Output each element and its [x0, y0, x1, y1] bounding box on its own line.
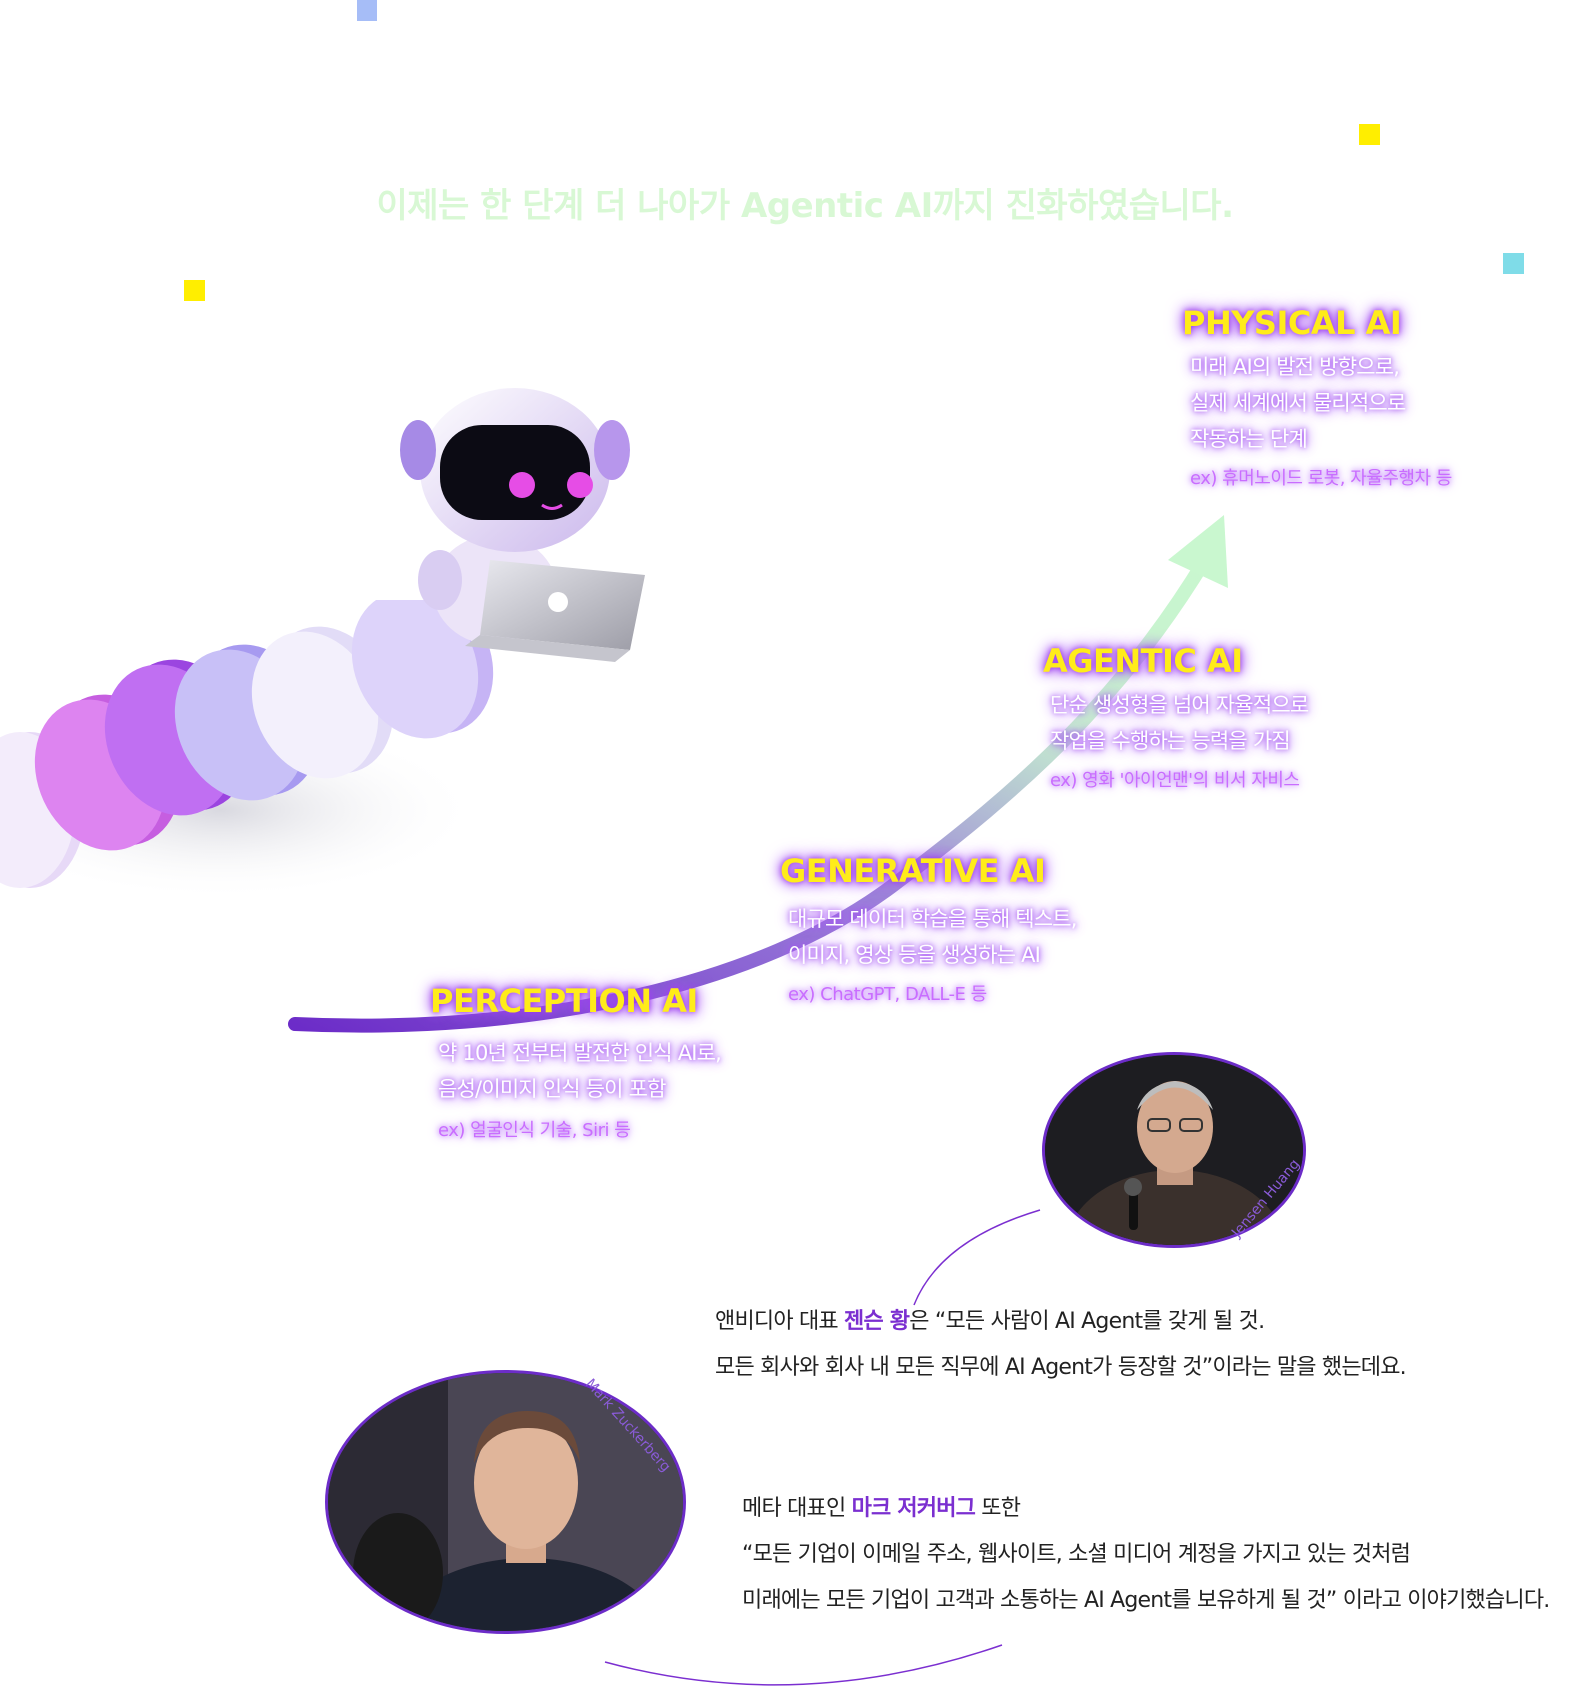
quote-mark-line3: 미래에는 모든 기업이 고객과 소통하는 AI Agent를 보유하게 될 것”…	[742, 1588, 1550, 1613]
stage-desc-physical-1: 미래 AI의 발전 방향으로,	[1190, 355, 1400, 379]
connector-arc-mark	[604, 1644, 1003, 1686]
caption-jensen-huang: Jensen Huang	[1228, 1160, 1303, 1241]
svg-text:Jensen Huang: Jensen Huang	[1228, 1160, 1303, 1241]
stage-desc-generative-1: 대규모 데이터 학습을 통해 텍스트,	[788, 907, 1077, 931]
quote-mark-line2: “모든 기업이 이메일 주소, 웹사이트, 소셜 미디어 계정을 가지고 있는 …	[742, 1542, 1411, 1567]
stage-title-agentic: AGENTIC AI	[1043, 642, 1243, 680]
stage-title-generative: GENERATIVE AI	[780, 852, 1046, 890]
stage-desc-agentic-1: 단순 생성형을 넘어 자율적으로	[1050, 693, 1309, 717]
stage-example-generative: ex) ChatGPT, DALL-E 등	[788, 984, 987, 1005]
stage-title-perception: PERCEPTION AI	[430, 982, 698, 1020]
stage-example-physical: ex) 휴머노이드 로봇, 자율주행차 등	[1190, 468, 1452, 489]
svg-text:Mark Zuckerberg: Mark Zuckerberg	[582, 1376, 674, 1475]
highlight-mark-name: 마크 저커버그	[851, 1496, 976, 1521]
avatar-mark-zuckerberg	[325, 1370, 686, 1634]
quote-mark-line1: 메타 대표인 마크 저커버그 또한	[742, 1496, 1021, 1521]
stage-desc-agentic-2: 작업을 수행하는 능력을 가짐	[1050, 729, 1291, 753]
stage-desc-physical-2: 실제 세계에서 물리적으로	[1190, 391, 1406, 415]
confetti-yellow	[1359, 124, 1380, 145]
confetti-yellow	[184, 280, 205, 301]
stage-desc-physical-3: 작동하는 단계	[1190, 427, 1308, 451]
coin-stack-illustration	[0, 600, 494, 900]
stage-example-agentic: ex) 영화 '아이언맨'의 비서 자비스	[1050, 770, 1300, 791]
confetti-blue	[357, 0, 377, 21]
caption-mark-zuckerberg: Mark Zuckerberg	[582, 1376, 674, 1475]
quote-jensen-line2: 모든 회사와 회사 내 모든 직무에 AI Agent가 등장할 것”이라는 말…	[715, 1355, 1407, 1380]
avatar-jensen-huang	[1042, 1052, 1306, 1248]
stage-title-physical: PHYSICAL AI	[1182, 304, 1402, 342]
stage-desc-generative-2: 이미지, 영상 등을 생성하는 AI	[788, 943, 1041, 967]
robot-illustration	[400, 388, 645, 662]
quote-jensen-line1: 앤비디아 대표 젠슨 황은 “모든 사람이 AI Agent를 갖게 될 것.	[715, 1309, 1265, 1334]
confetti-cyan	[1503, 253, 1524, 274]
headline: 이제는 한 단계 더 나아가 Agentic AI까지 진화하였습니다.	[376, 186, 1234, 226]
highlight-jensen-name: 젠슨 황	[844, 1309, 910, 1334]
stage-example-perception: ex) 얼굴인식 기술, Siri 등	[438, 1120, 631, 1141]
stage-desc-perception-2: 음성/이미지 인식 등이 포함	[438, 1077, 666, 1101]
connector-arc-jensen	[913, 1209, 1041, 1306]
stage-desc-perception-1: 약 10년 전부터 발전한 인식 AI로,	[438, 1041, 722, 1065]
